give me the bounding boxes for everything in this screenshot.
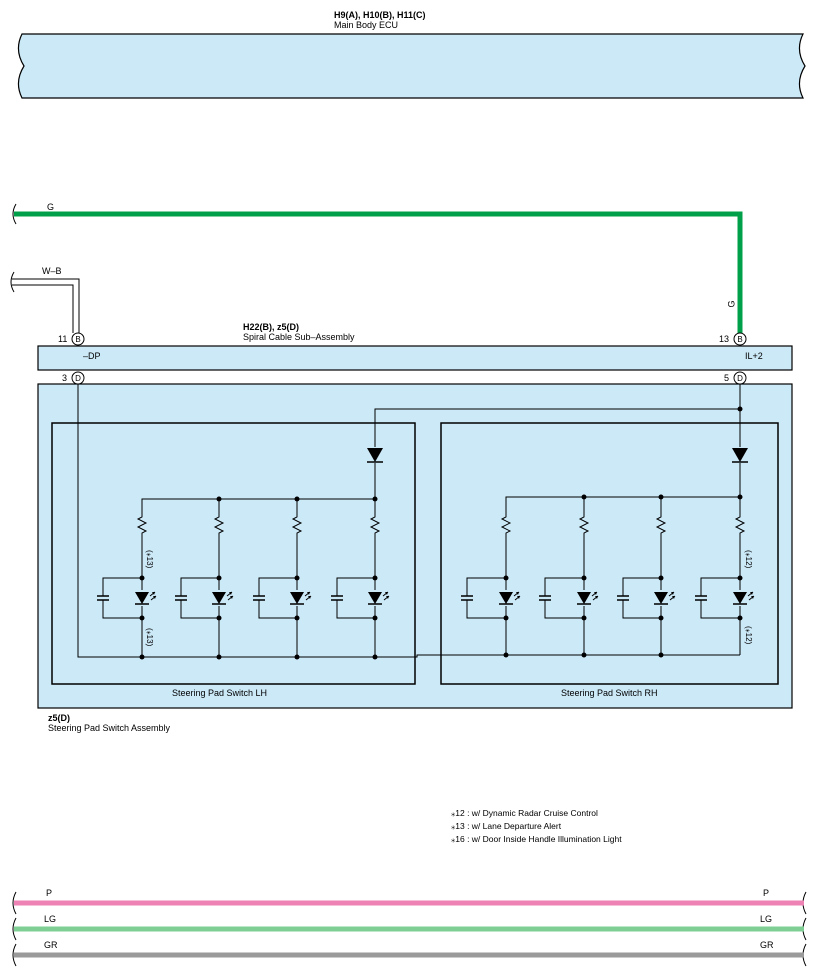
svg-text:D: D [75,374,81,383]
ecu-connectors: H9(A), H10(B), H11(C) [334,10,426,20]
pin-5-number: 5 [724,373,730,383]
ecu-block [17,33,806,99]
wire-g-label: G [47,202,55,212]
wire-g-vertical-label: G [726,300,737,308]
wire-lg-label-right: LG [760,914,773,924]
wire-gr-label-left: GR [44,940,58,950]
pin-11-b: B [71,332,85,346]
note-16: ⁎16 : w/ Door Inside Handle Illumination… [451,834,622,844]
switch-rh-box [440,422,779,685]
spiral-connectors: H22(B), z5(D) [243,322,300,332]
wire-gr [12,943,807,967]
pin-11-number: 11 [58,334,68,344]
pin-3-number: 3 [62,373,68,383]
junction-dots [139,406,743,660]
spiral-name: Spiral Cable Sub–Assembly [243,332,355,342]
wire-p [12,891,807,915]
ecu-name: Main Body ECU [334,20,399,30]
tag-lh-bottom: (⁎13) [145,628,154,647]
pin-3-d: D [71,371,85,385]
wire-gr-label-right: GR [760,940,774,950]
wire-wb-label: W–B [42,266,62,276]
wire-lg [12,917,807,941]
wire-p-label-right: P [763,888,770,898]
svg-text:B: B [75,335,80,344]
svg-text:D: D [737,374,743,383]
pin-5-d: D [733,371,747,385]
note-13: ⁎13 : w/ Lane Departure Alert [451,821,562,831]
wire-wb [10,271,80,333]
switch-lh-box [51,422,416,685]
spiral-cable-block [37,345,793,371]
assembly-connector: z5(D) [48,713,70,723]
switch-rh-label: Steering Pad Switch RH [561,688,658,698]
tag-lh-top: (⁎13) [145,550,154,569]
tag-rh-bottom: (⁎12) [744,626,753,645]
assembly-name: Steering Pad Switch Assembly [48,723,171,733]
wire-p-label-left: P [46,888,53,898]
pin-dp-name: –DP [83,351,101,361]
pin-il2-name: IL+2 [745,351,763,361]
wire-lg-label-left: LG [44,914,57,924]
svg-text:B: B [737,335,742,344]
tag-rh-top: (⁎12) [744,550,753,569]
pin-13-b: B [733,332,747,346]
note-12: ⁎12 : w/ Dynamic Radar Cruise Control [451,808,598,818]
switch-lh-label: Steering Pad Switch LH [172,688,268,698]
wire-g [12,203,743,333]
pin-13-number: 13 [719,334,730,344]
